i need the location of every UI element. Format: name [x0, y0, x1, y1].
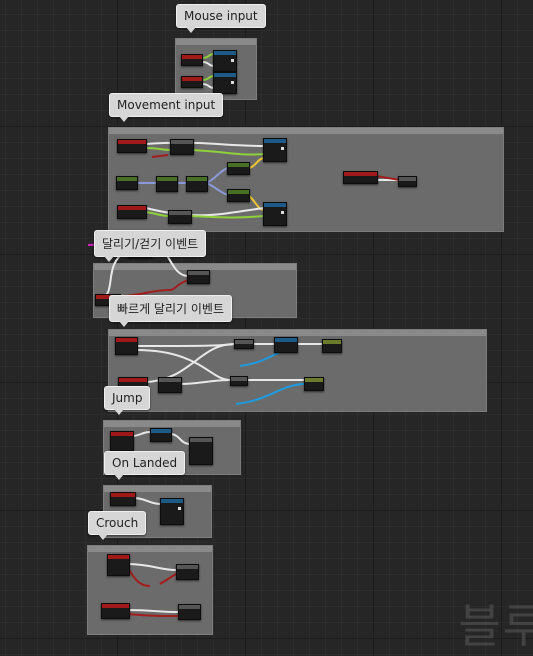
add-pitch-input-node[interactable]: [213, 72, 237, 94]
input-axis-lookup-node[interactable]: [181, 76, 203, 88]
get-right-vector-node[interactable]: [227, 189, 250, 202]
uncrouch-function-node[interactable]: [178, 604, 201, 620]
input-action-sprint-node[interactable]: [115, 337, 138, 355]
comment-title-run-walk-event[interactable]: 달리기/걷기 이벤트: [94, 230, 207, 262]
set-max-walk-speed-node[interactable]: [187, 270, 210, 284]
event-tick-node[interactable]: [343, 171, 378, 184]
jump-function-node[interactable]: [150, 428, 172, 442]
watermark-text: 블루: [458, 599, 533, 653]
input-action-jump-node[interactable]: [110, 431, 134, 451]
input-action-crouch-node[interactable]: [107, 554, 130, 576]
input-action-uncrouch-node[interactable]: [101, 603, 130, 619]
branch-node-2[interactable]: [230, 376, 248, 386]
get-forward-vector-node[interactable]: [227, 162, 250, 175]
input-axis-turn-node[interactable]: [181, 54, 203, 66]
input-axis-move-forward-node[interactable]: [117, 139, 147, 153]
multiply-float-node[interactable]: [170, 139, 194, 155]
comment-title-crouch[interactable]: Crouch: [88, 511, 147, 540]
multiply-float-right-node[interactable]: [168, 210, 192, 224]
comment-title-jump[interactable]: Jump: [104, 386, 151, 415]
get-control-rotation-node[interactable]: [116, 176, 138, 190]
branch-node-1[interactable]: [234, 339, 254, 349]
comment-title-movement-input[interactable]: Movement input: [109, 93, 224, 122]
input-axis-move-right-node[interactable]: [117, 205, 147, 219]
comment-crouch[interactable]: [87, 545, 213, 635]
on-landed-function-node[interactable]: [160, 498, 184, 525]
comment-title-sprint-event[interactable]: 빠르게 달리기 이벤트: [109, 295, 232, 327]
event-on-landed-node[interactable]: [110, 492, 136, 506]
stop-jumping-node[interactable]: [189, 437, 213, 465]
add-movement-input-forward-node[interactable]: [263, 138, 287, 162]
make-rotator-node[interactable]: [186, 176, 208, 192]
add-movement-input-right-node[interactable]: [263, 202, 287, 226]
comment-title-mouse-input[interactable]: Mouse input: [176, 4, 266, 33]
sequence-node[interactable]: [158, 377, 182, 393]
comment-title-on-landed[interactable]: On Landed: [104, 451, 186, 480]
set-sprint-speed-node[interactable]: [274, 337, 298, 353]
break-rotator-node[interactable]: [156, 176, 178, 192]
set-variable-node[interactable]: [398, 176, 417, 187]
crouch-function-node[interactable]: [176, 564, 199, 580]
add-yaw-input-node[interactable]: [213, 50, 237, 72]
print-string-node-1[interactable]: [322, 339, 342, 353]
print-string-node-2[interactable]: [304, 377, 324, 391]
